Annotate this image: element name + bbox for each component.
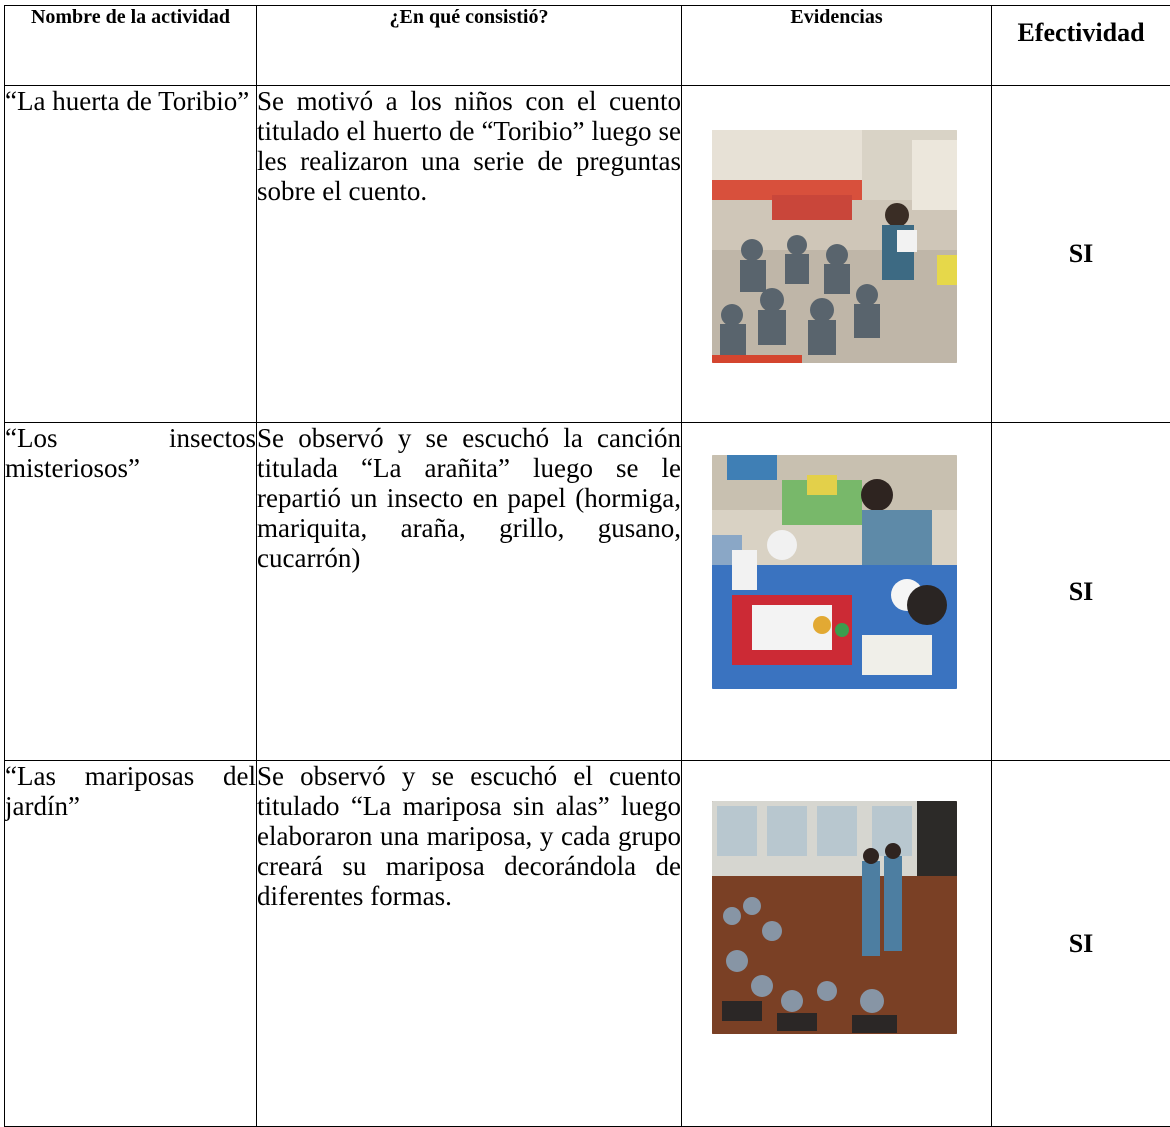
table-row: “Los insectos misteriosos” Se observó y … (4, 422, 1170, 761)
header-evidence: Evidencias (681, 5, 992, 86)
table-row: “Las mariposas del jardín” Se observó y … (4, 760, 1170, 1127)
evidence-photo-storytime (712, 130, 957, 363)
evidence-cell (681, 422, 992, 761)
table-header-row: Nombre de la actividad ¿En qué consistió… (4, 5, 1170, 86)
effectiveness-cell: SI (991, 85, 1170, 423)
evidence-cell (681, 85, 992, 423)
header-effectiveness: Efectividad (991, 5, 1170, 86)
activity-name-cell: “Los insectos misteriosos” (4, 422, 257, 761)
activity-description-cell: Se observó y se escuchó el cuento titula… (256, 760, 682, 1127)
activity-description-cell: Se observó y se escuchó la canción titul… (256, 422, 682, 761)
effectiveness-cell: SI (991, 422, 1170, 761)
evidence-photo-butterflies (712, 801, 957, 1034)
evidence-photo-insects (712, 455, 957, 689)
header-activity-name: Nombre de la actividad (4, 5, 257, 86)
effectiveness-cell: SI (991, 760, 1170, 1127)
header-description: ¿En qué consistió? (256, 5, 682, 86)
activities-table: Nombre de la actividad ¿En qué consistió… (4, 5, 1170, 1127)
activity-name-cell: “La huerta de Toribio” (4, 85, 257, 423)
evidence-cell (681, 760, 992, 1127)
table-row: “La huerta de Toribio” Se motivó a los n… (4, 85, 1170, 423)
activity-description-cell: Se motivó a los niños con el cuento titu… (256, 85, 682, 423)
activity-name-cell: “Las mariposas del jardín” (4, 760, 257, 1127)
